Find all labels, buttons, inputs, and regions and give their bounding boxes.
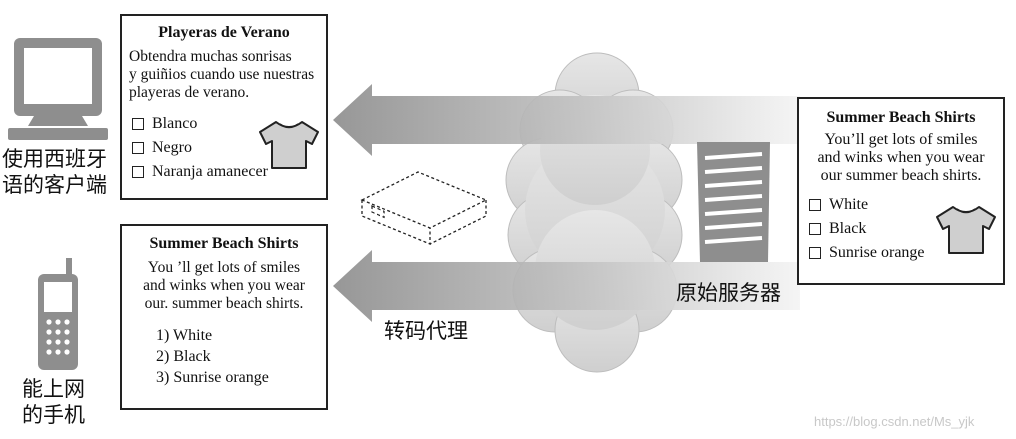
- tshirt-icon: [936, 206, 996, 254]
- desktop-client-label-line1: 使用西班牙: [2, 147, 107, 171]
- option-label: Naranja amanecer: [152, 163, 268, 180]
- option-checkbox-row[interactable]: Black: [809, 217, 1003, 241]
- phone-client-label-line2: 的手机: [22, 403, 85, 427]
- option-checkbox-row[interactable]: Naranja amanecer: [132, 160, 326, 184]
- bottom-arrow: [333, 250, 800, 322]
- checkbox-icon[interactable]: [132, 166, 144, 178]
- phone-card-title: Summer Beach Shirts: [149, 235, 299, 252]
- origin-card-text-line: our summer beach shirts.: [820, 167, 982, 184]
- checkbox-icon[interactable]: [132, 118, 144, 130]
- option-label: Negro: [152, 139, 192, 156]
- phone-page-card: Summer Beach Shirts You ’ll get lots of …: [120, 224, 328, 410]
- phone-client-label-line1: 能上网: [22, 377, 85, 401]
- phone-card-text-line: You ’ll get lots of smiles: [147, 259, 301, 276]
- desktop-client-label-line2: 语的客户端: [2, 173, 107, 197]
- origin-card-text-line: You’ll get lots of smiles: [824, 131, 978, 148]
- proxy-box-icon: [360, 171, 488, 245]
- checkbox-icon[interactable]: [809, 223, 821, 235]
- origin-page-card: Summer Beach Shirts You’ll get lots of s…: [797, 97, 1005, 285]
- phone-client-label: 能上网 的手机: [22, 376, 85, 428]
- phone-option[interactable]: 2) Black: [156, 348, 211, 365]
- server-icon: [697, 142, 770, 262]
- option-checkbox-row[interactable]: White: [809, 193, 1003, 217]
- spanish-card-title: Playeras de Verano: [158, 24, 290, 41]
- checkbox-icon[interactable]: [809, 199, 821, 211]
- option-checkbox-row[interactable]: Blanco: [132, 112, 326, 136]
- phone-card-options: 1) White 2) Black 3) Sunrise orange: [156, 325, 326, 388]
- option-label: Blanco: [152, 115, 198, 132]
- spanish-card-options: Blanco Negro Naranja amanecer: [132, 112, 326, 184]
- spanish-card-text-line: y guiñios cuando use nuestras: [129, 66, 315, 83]
- phone-option[interactable]: 3) Sunrise orange: [156, 369, 269, 386]
- phone-card-text-line: our. summer beach shirts.: [144, 295, 304, 312]
- mobile-phone-icon: [38, 258, 78, 370]
- phone-option[interactable]: 1) White: [156, 327, 213, 344]
- option-checkbox-row[interactable]: Negro: [132, 136, 326, 160]
- option-label: Black: [829, 220, 867, 237]
- checkbox-icon[interactable]: [132, 142, 144, 154]
- origin-server-label: 原始服务器: [676, 281, 781, 305]
- origin-card-text: You’ll get lots of smiles and winks when…: [799, 131, 1003, 185]
- spanish-card-text-line: playeras de verano.: [129, 84, 250, 101]
- proxy-label: 转码代理: [384, 319, 468, 343]
- top-arrow: [333, 84, 800, 156]
- phone-card-text: You ’ll get lots of smiles and winks whe…: [122, 259, 326, 313]
- origin-card-options: White Black Sunrise orange: [809, 193, 1003, 265]
- option-label: White: [829, 196, 869, 213]
- desktop-client-label: 使用西班牙 语的客户端: [2, 146, 107, 198]
- spanish-card-text-line: Obtendra muchas sonrisas: [129, 48, 292, 65]
- desktop-computer-icon: [8, 38, 108, 140]
- checkbox-icon[interactable]: [809, 247, 821, 259]
- origin-card-text-line: and winks when you wear: [817, 149, 985, 166]
- watermark: https://blog.csdn.net/Ms_yjk: [814, 414, 975, 429]
- option-checkbox-row[interactable]: Sunrise orange: [809, 241, 1003, 265]
- phone-card-text-line: and winks when you wear: [143, 277, 305, 294]
- spanish-card-text: Obtendra muchas sonrisas y guiñios cuand…: [129, 48, 326, 102]
- spanish-page-card: Playeras de Verano Obtendra muchas sonri…: [120, 14, 328, 200]
- origin-card-title: Summer Beach Shirts: [826, 109, 976, 126]
- tshirt-icon: [259, 121, 319, 169]
- option-label: Sunrise orange: [829, 244, 925, 261]
